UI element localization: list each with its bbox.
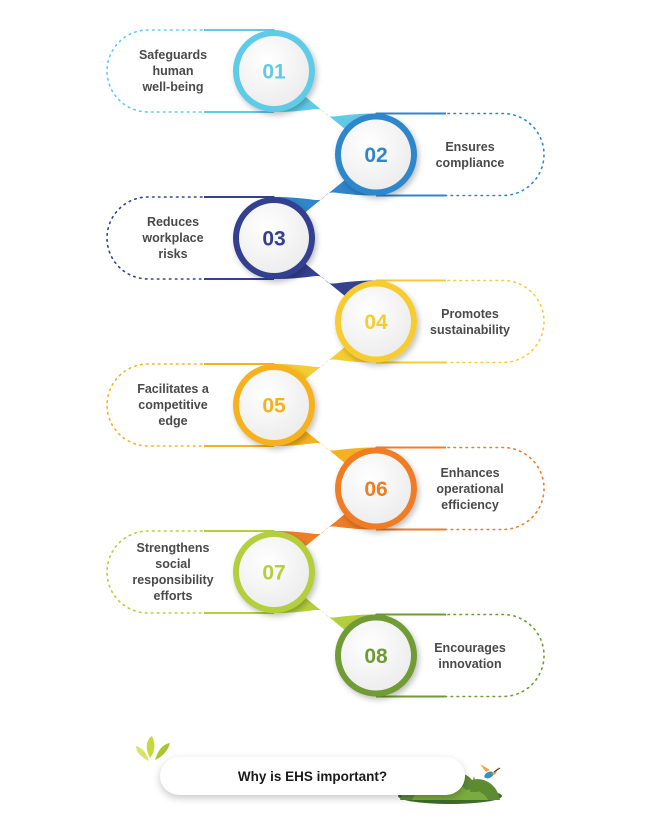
- circle-face: [341, 620, 411, 691]
- dotted-frame: [375, 613, 545, 698]
- step-number: 08: [364, 645, 388, 668]
- step-label-04: Promotes sustainability: [430, 306, 510, 337]
- dotted-frame: [106, 29, 275, 113]
- step-circle-07: 07: [233, 531, 315, 613]
- dotted-frame: [106, 363, 275, 447]
- step-circles: 01 02 03 04 05 06 07 08: [233, 30, 417, 697]
- circle-face: [341, 453, 411, 524]
- leaf-sprout-icon: [136, 736, 170, 761]
- dotted-frame: [106, 196, 275, 280]
- dotted-frames: [106, 29, 545, 698]
- step-number: 06: [364, 478, 387, 501]
- step-circle-04: 04: [335, 280, 417, 363]
- step-circle-01: 01: [233, 30, 315, 112]
- circle-face: [239, 370, 309, 440]
- step-circle-08: 08: [335, 614, 417, 697]
- step-number: 07: [262, 562, 285, 585]
- step-label-06: Enhances operational efficiency: [436, 465, 504, 512]
- step-number: 01: [262, 61, 286, 84]
- dotted-frame: [375, 446, 545, 531]
- circle-face: [341, 119, 411, 190]
- circle-face: [239, 203, 309, 273]
- circle-face: [239, 36, 309, 106]
- dotted-frame: [375, 279, 545, 364]
- circle-face: [239, 537, 309, 607]
- step-number: 02: [364, 144, 387, 167]
- step-label-08: Encourages innovation: [434, 640, 506, 671]
- circle-face: [341, 286, 411, 357]
- step-number: 05: [262, 395, 286, 418]
- step-label-02: Ensures compliance: [435, 139, 505, 170]
- dotted-frame: [106, 530, 275, 614]
- step-label-03: Reduces workplace risks: [142, 215, 204, 261]
- step-circle-06: 06: [335, 447, 417, 530]
- page-title: Why is EHS important?: [237, 768, 388, 784]
- title-pill: Why is EHS important?: [160, 757, 465, 795]
- step-number: 04: [364, 311, 388, 334]
- step-circle-02: 02: [335, 113, 417, 196]
- step-label-01: Safeguards human well-being: [138, 48, 208, 94]
- step-number: 03: [262, 228, 285, 251]
- step-circle-03: 03: [233, 197, 315, 279]
- step-label-05: Facilitates a competitive edge: [137, 382, 209, 428]
- dotted-frame: [375, 112, 545, 197]
- hummingbird-icon: [480, 764, 501, 779]
- step-circle-05: 05: [233, 364, 315, 446]
- step-label-07: Strengthens social responsibility effort…: [132, 541, 214, 603]
